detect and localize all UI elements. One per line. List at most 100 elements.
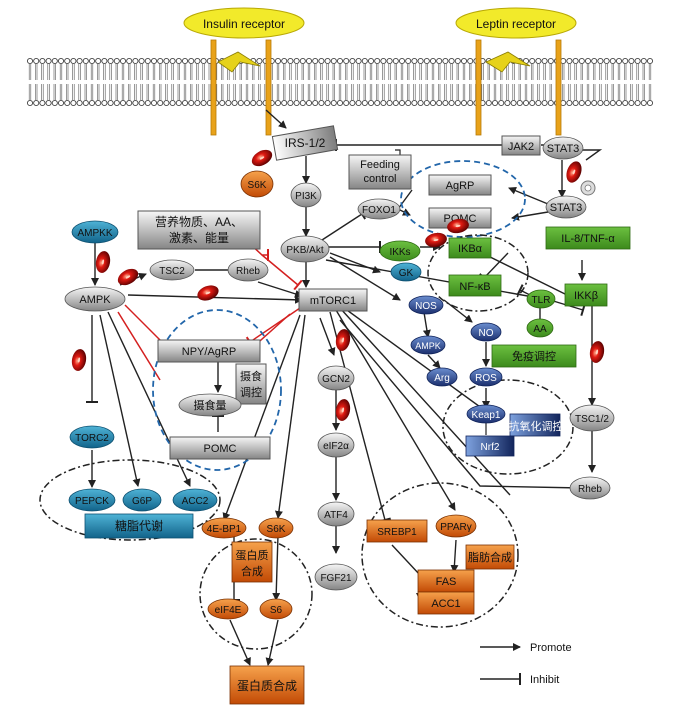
svg-text:eIF4E: eIF4E xyxy=(215,605,242,616)
svg-text:抗氧化调控: 抗氧化调控 xyxy=(509,419,564,433)
svg-text:糖脂代谢: 糖脂代谢 xyxy=(115,518,163,533)
pepck-node: PEPCK xyxy=(68,488,116,512)
dashed-groups xyxy=(39,160,574,650)
phospho-marker xyxy=(197,285,219,301)
4ebp1-node: 4E-BP1 xyxy=(201,517,247,539)
acc2-node: ACC2 xyxy=(172,488,218,512)
svg-text:AMPK: AMPK xyxy=(79,294,111,306)
ikkb-node: IKKβ xyxy=(564,283,608,307)
leptin-receptor-label: Leptin receptor xyxy=(476,17,556,31)
pkb-akt-node: PKB/Akt xyxy=(280,235,330,263)
svg-text:ROS: ROS xyxy=(475,373,497,384)
svg-text:TSC1/2: TSC1/2 xyxy=(575,414,609,425)
svg-text:IKKs: IKKs xyxy=(389,247,410,258)
ppar-node: PPARγ xyxy=(435,514,477,538)
connection-lines xyxy=(86,109,603,685)
svg-text:Arg: Arg xyxy=(434,373,450,384)
foxo1-node: FOXO1 xyxy=(357,198,401,220)
svg-text:ACC1: ACC1 xyxy=(431,598,460,610)
lipid-synthesis-label-node: 脂肪合成 xyxy=(465,544,515,570)
svg-text:JAK2: JAK2 xyxy=(508,141,534,153)
pomc-bottom-node: POMC xyxy=(169,436,271,460)
fas-node: FAS xyxy=(417,569,475,593)
atf4-node: ATF4 xyxy=(317,501,355,527)
torc2-node: TORC2 xyxy=(69,425,115,449)
phospho-marker xyxy=(71,349,87,371)
nrf2-node: Nrf2 xyxy=(465,435,515,457)
stat3-mid-node: STAT3 xyxy=(545,195,587,219)
s6k-top-node: S6K xyxy=(240,170,274,198)
phosphorylation-marks xyxy=(71,149,605,421)
npy-agrp-node: NPY/AgRP xyxy=(157,339,261,363)
phospho-marker xyxy=(566,161,582,183)
irs12-node: IRS-1/2 xyxy=(271,125,339,161)
svg-text:脂肪合成: 脂肪合成 xyxy=(468,550,512,564)
svg-text:STAT3: STAT3 xyxy=(550,202,583,214)
tsc12-node: TSC1/2 xyxy=(569,404,615,432)
eif4e-node: eIF4E xyxy=(207,598,249,620)
svg-text:GCN2: GCN2 xyxy=(322,374,350,385)
svg-text:IKBα: IKBα xyxy=(458,243,483,255)
svg-text:AMPK: AMPK xyxy=(415,341,441,351)
legend: Promote Inhibit xyxy=(530,642,572,686)
svg-text:摄食: 摄食 xyxy=(240,369,262,383)
s6k-bottom-node: S6K xyxy=(258,517,294,539)
svg-text:TORC2: TORC2 xyxy=(75,433,109,444)
svg-text:NO: NO xyxy=(479,328,494,339)
gk-node: GK xyxy=(390,262,422,282)
svg-text:eIF2α: eIF2α xyxy=(323,441,349,452)
s6-node: S6 xyxy=(259,598,293,620)
svg-text:GK: GK xyxy=(399,268,414,279)
svg-text:Rheb: Rheb xyxy=(236,266,260,277)
svg-text:4E-BP1: 4E-BP1 xyxy=(207,524,242,535)
antioxidant-node: 抗氧化调控 xyxy=(509,413,564,437)
ampk-node: AMPK xyxy=(64,286,126,312)
rheb-top-node: Rheb xyxy=(227,258,269,282)
mtorc1-node: mTORC1 xyxy=(298,288,368,312)
svg-text:NOS: NOS xyxy=(415,301,437,312)
svg-text:Nrf2: Nrf2 xyxy=(481,442,500,453)
svg-text:ACC2: ACC2 xyxy=(182,496,209,507)
cell-membrane xyxy=(26,57,654,107)
keap1-node: Keap1 xyxy=(466,404,506,424)
svg-text:SREBP1: SREBP1 xyxy=(377,527,417,538)
svg-text:PI3K: PI3K xyxy=(295,191,317,202)
svg-text:S6: S6 xyxy=(270,605,283,616)
no-node: NO xyxy=(470,322,502,342)
svg-text:Keap1: Keap1 xyxy=(472,410,501,421)
fgf21-node: FGF21 xyxy=(314,563,358,591)
svg-text:POMC: POMC xyxy=(204,443,237,455)
tsc2-node: TSC2 xyxy=(149,259,195,281)
svg-text:PEPCK: PEPCK xyxy=(75,496,109,507)
arg-node: Arg xyxy=(426,367,458,387)
tlr-node: TLR xyxy=(526,289,556,309)
srebp1-node: SREBP1 xyxy=(366,519,428,543)
svg-text:S6K: S6K xyxy=(248,180,267,191)
svg-text:STAT3: STAT3 xyxy=(547,143,580,155)
ampk-small-node: AMPK xyxy=(410,335,446,355)
svg-text:IRS-1/2: IRS-1/2 xyxy=(285,136,326,150)
svg-text:免疫调控: 免疫调控 xyxy=(512,349,556,363)
legend-promote-label: Promote xyxy=(530,642,572,654)
ros-node: ROS xyxy=(469,367,503,387)
svg-text:ATF4: ATF4 xyxy=(324,510,348,521)
jak2-node: JAK2 xyxy=(501,135,541,156)
feeding-regulation-node: 摄食 调控 xyxy=(235,363,267,405)
svg-text:FAS: FAS xyxy=(436,576,457,588)
feeding-control-node: Feeding control xyxy=(348,154,412,190)
food-intake-node: 摄食量 xyxy=(178,393,242,417)
phospho-marker xyxy=(95,251,111,273)
ikks-node: IKKs xyxy=(379,240,421,262)
phospho-marker xyxy=(335,399,351,421)
nos-node: NOS xyxy=(408,295,444,315)
phospho-marker xyxy=(117,268,139,286)
gcn2-node: GCN2 xyxy=(317,365,355,391)
ikba-node: IKBα xyxy=(448,237,492,259)
glucolipid-metabolism-node: 糖脂代谢 xyxy=(84,513,194,539)
protein-synthesis-node: 蛋白质合成 xyxy=(229,665,305,705)
svg-text:AA: AA xyxy=(533,324,547,335)
aa-green-node: AA xyxy=(526,318,554,338)
ampkk-node: AMPKK xyxy=(71,220,119,244)
